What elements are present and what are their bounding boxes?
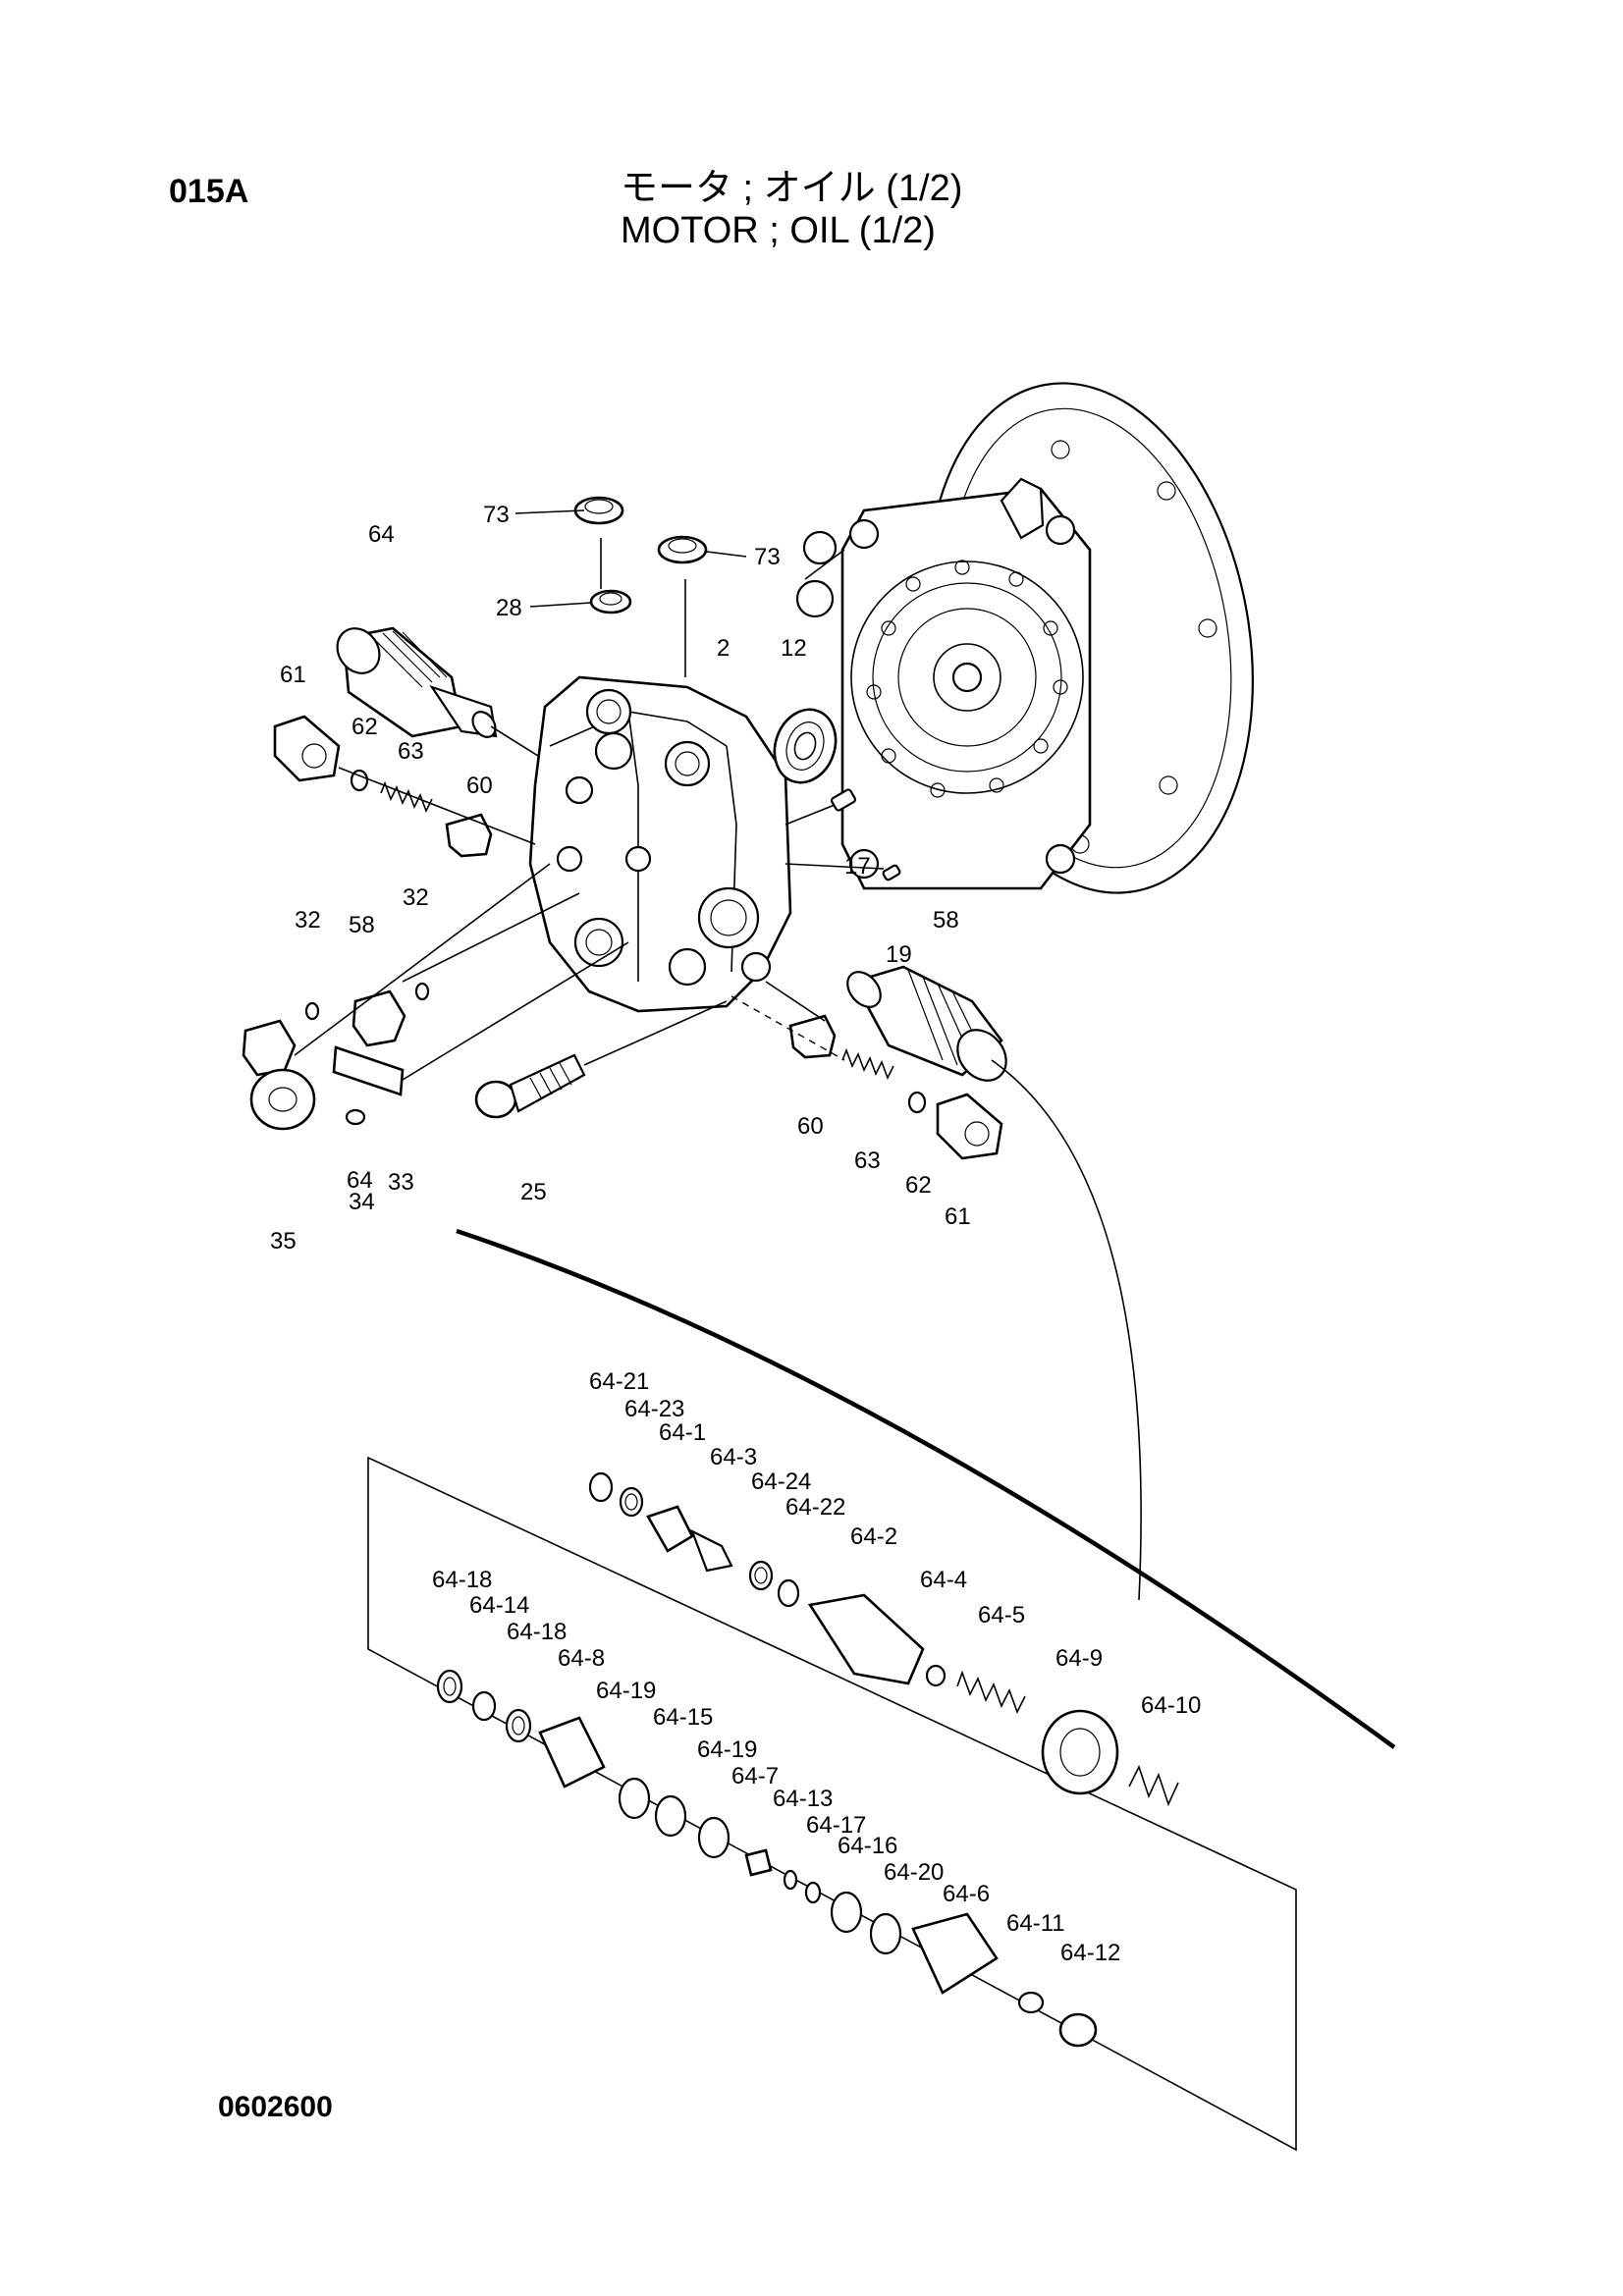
part-callout: 2 — [717, 635, 730, 662]
detail-frame — [367, 1456, 1297, 2152]
screw-part — [345, 1108, 366, 1126]
part-callout: 63 — [398, 738, 424, 765]
spring-part — [841, 1047, 894, 1080]
part-callout: 25 — [520, 1179, 547, 1205]
part-callout: 63 — [854, 1148, 881, 1174]
part-callout: 64-10 — [1141, 1692, 1201, 1719]
part-callout: 64-13 — [773, 1786, 833, 1812]
part-callout: 64-3 — [710, 1444, 757, 1470]
figure-number: 0602600 — [218, 2091, 333, 2123]
pin-part — [882, 864, 901, 881]
part-callout: 73 — [754, 544, 781, 570]
callout-labels: 73 73 28 64 2 12 61 62 63 60 17 19 32 32 58 58 64 33 34 35 2… — [270, 502, 1201, 1966]
part-callout: 61 — [280, 662, 306, 688]
part-callout: 64-7 — [731, 1763, 779, 1789]
part-callout: 64-16 — [838, 1833, 897, 1859]
leader-line — [514, 509, 585, 514]
part-callout: 64-18 — [507, 1619, 567, 1645]
part-callout: 58 — [933, 907, 959, 934]
relief-valve-lower — [846, 965, 1007, 1082]
part-callout: 64-17 — [806, 1812, 866, 1839]
part-callout: 58 — [349, 912, 375, 938]
part-callout: 32 — [403, 884, 429, 911]
page-title-japanese: モータ ; オイル (1/2) — [621, 168, 963, 209]
part-callout: 64-2 — [850, 1523, 897, 1550]
part-callout: 64-5 — [978, 1602, 1025, 1629]
part-callout: 64-14 — [469, 1592, 529, 1619]
plug-part — [936, 1093, 1003, 1160]
part-callout: 64-6 — [943, 1881, 990, 1907]
leader-line — [529, 602, 592, 608]
part-callout: 64-21 — [589, 1368, 649, 1395]
part-callout: 64-18 — [432, 1567, 492, 1593]
bolt-part — [474, 1053, 586, 1119]
o-ring-part — [414, 982, 430, 1001]
part-callout: 64-24 — [751, 1468, 811, 1495]
part-callout: 64-23 — [624, 1396, 684, 1422]
part-callout: 33 — [388, 1169, 414, 1196]
part-callout: 73 — [483, 502, 510, 528]
valve-body — [528, 675, 792, 1013]
o-ring-part — [304, 1001, 320, 1021]
part-callout: 64-12 — [1060, 1940, 1120, 1966]
section-code: 015A — [169, 173, 249, 210]
part-callout: 28 — [496, 595, 522, 621]
leader-line — [706, 551, 747, 558]
bearing-part — [773, 708, 838, 784]
part-callout: 64-22 — [785, 1494, 845, 1521]
piston-part — [788, 1014, 837, 1059]
detail-parts — [436, 1471, 1179, 2048]
part-callout: 32 — [295, 907, 321, 934]
part-callout: 34 — [349, 1189, 375, 1215]
part-callout: 60 — [797, 1113, 824, 1140]
part-callout: 64-8 — [558, 1645, 605, 1672]
part-callout: 64-15 — [653, 1704, 713, 1731]
part-callout: 62 — [352, 714, 378, 740]
part-callout: 62 — [905, 1172, 932, 1199]
part-callout: 64-19 — [697, 1736, 757, 1763]
part-callout: 60 — [466, 773, 493, 799]
plug-part — [273, 715, 341, 782]
motor-housing — [795, 382, 1254, 894]
plug-part — [352, 989, 406, 1047]
part-callout: 64-11 — [1006, 1910, 1065, 1937]
relief-valve-upper — [336, 626, 498, 738]
part-callout: 64-4 — [920, 1567, 967, 1593]
part-callout: 64-19 — [596, 1678, 656, 1704]
plug-seals — [573, 496, 708, 614]
part-callout: 64 — [347, 1167, 373, 1194]
part-callout: 19 — [886, 941, 912, 968]
o-ring-part — [350, 769, 369, 792]
plug-part — [242, 1019, 297, 1077]
plug-part — [249, 1068, 316, 1131]
o-ring-part — [907, 1091, 927, 1114]
part-callout: 64-20 — [884, 1859, 944, 1886]
plate-part — [332, 1045, 405, 1096]
part-callout: 35 — [270, 1228, 297, 1255]
page-title-english: MOTOR ; OIL (1/2) — [621, 210, 936, 251]
part-callout: 12 — [781, 635, 807, 662]
part-callout: 64 — [368, 521, 395, 548]
part-callout: 17 — [844, 853, 871, 880]
spring-part — [380, 780, 433, 813]
part-callout: 64-9 — [1055, 1645, 1103, 1672]
piston-part — [445, 813, 493, 858]
part-callout: 61 — [945, 1203, 971, 1230]
part-callout: 64-1 — [659, 1419, 706, 1446]
